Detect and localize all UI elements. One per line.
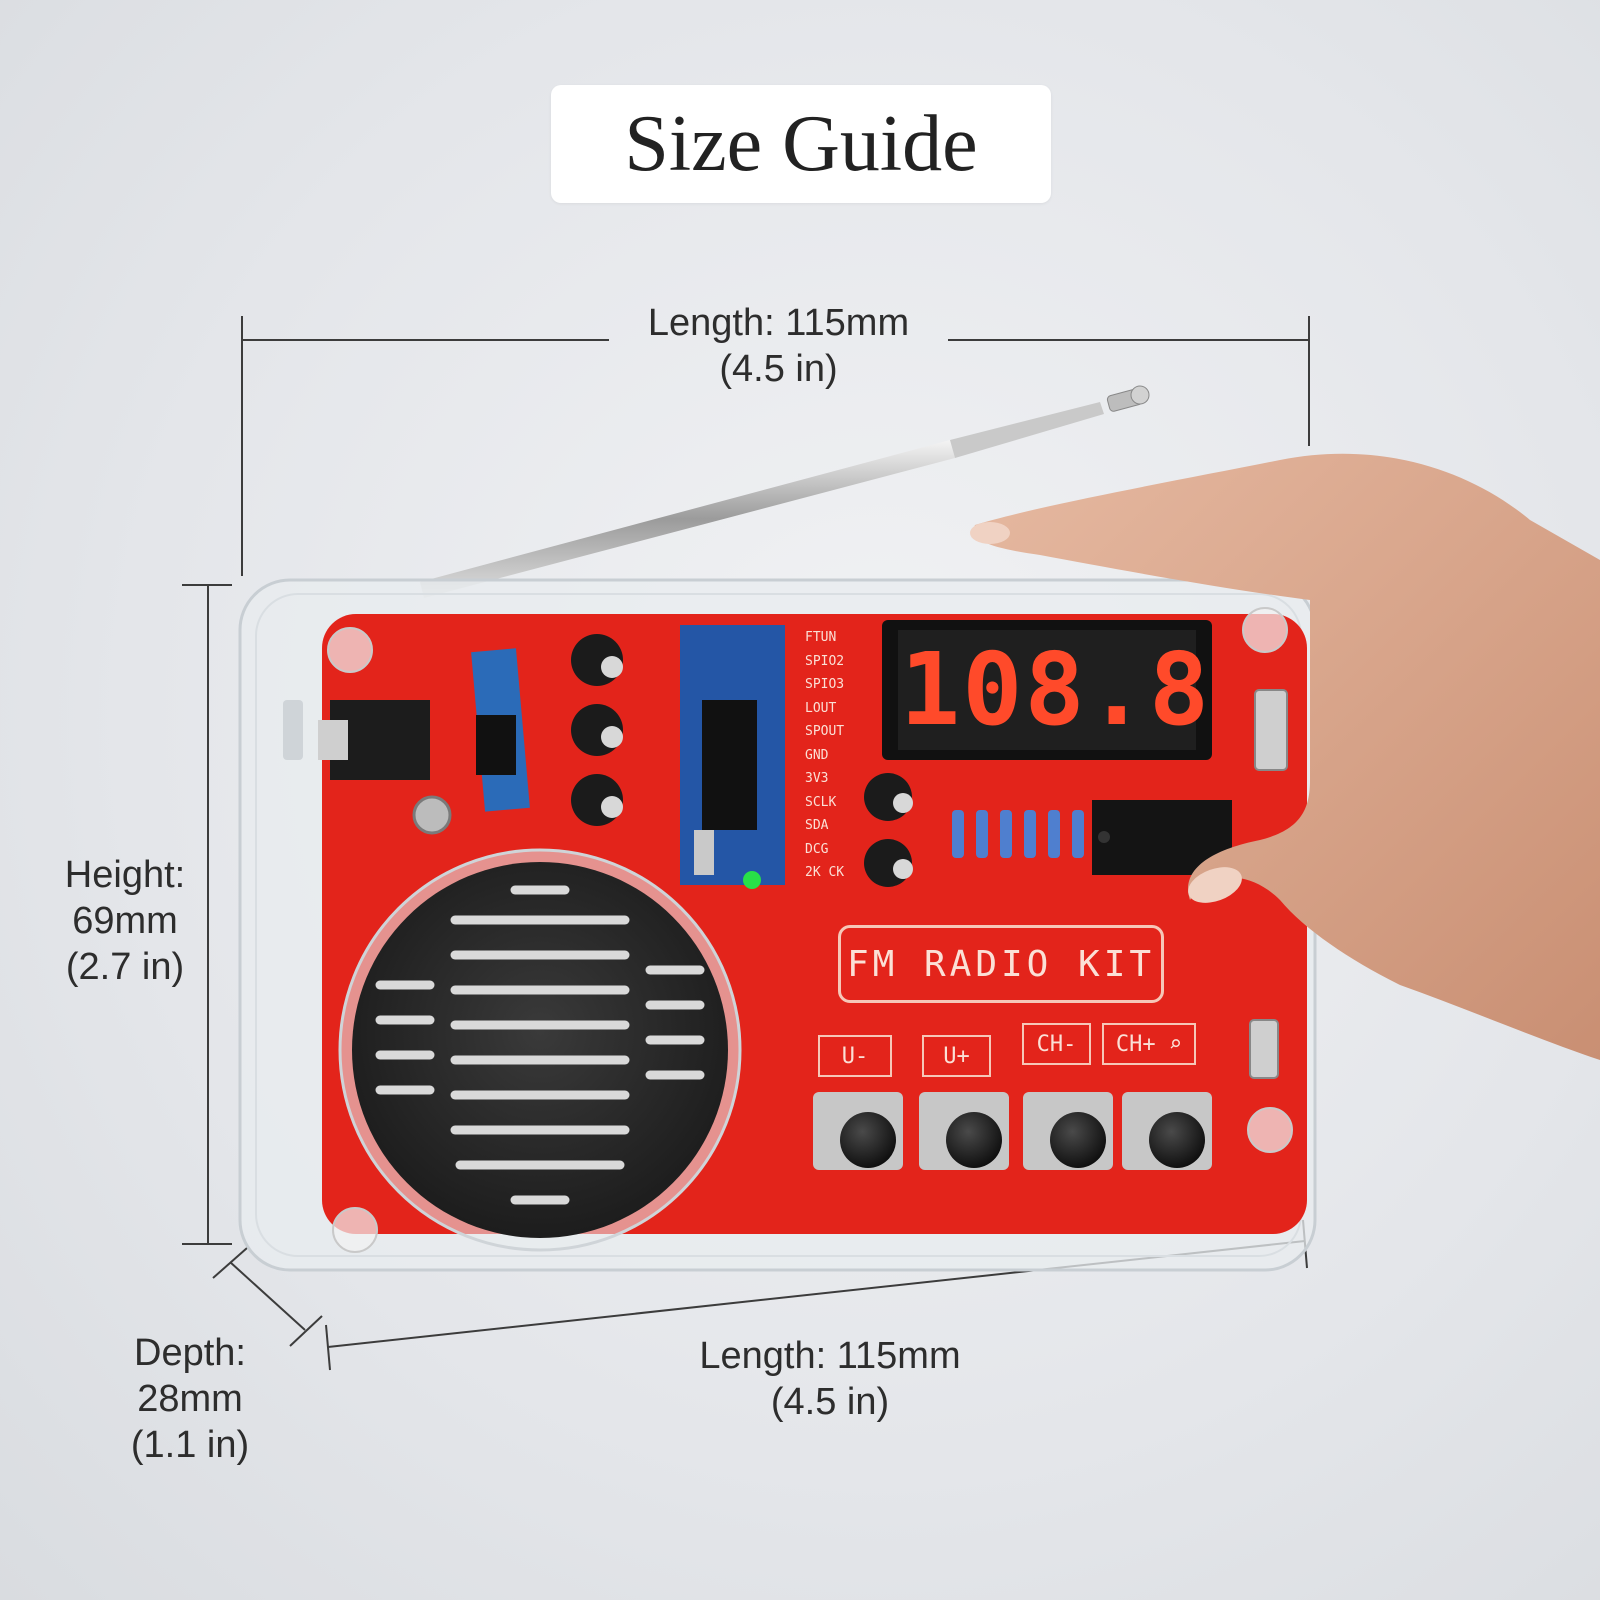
length-top-line-right [948,339,1308,341]
height-title: Height: [64,854,186,896]
pin-label: LOUT [805,700,837,716]
button-label-3: CH- [1022,1023,1091,1065]
length-bottom-inches: (4.5 in) [770,1381,890,1423]
push-button-4[interactable] [1149,1112,1205,1168]
height-inches: (2.7 in) [65,946,185,988]
control-buttons [813,1092,1212,1170]
resistors [952,810,1084,858]
height-tick-top [182,584,232,586]
bluetooth-module [471,648,530,812]
pin-label: 2K CK [805,865,845,880]
height-line [207,584,209,1244]
length-top-tick-right [1308,316,1310,446]
power-jack [318,700,452,835]
hand [970,453,1600,1061]
display-digits: 108.8 [900,631,1212,748]
depth-title: Depth: [134,1332,246,1374]
pin-label: SPIO3 [805,677,845,692]
antenna [420,385,1150,598]
pin-label: SPOUT [805,724,845,739]
push-button-3[interactable] [1050,1112,1106,1168]
length-top-inches: (4.5 in) [719,348,838,390]
led-display [882,620,1212,760]
length-top-value: Length: 115mm [647,302,910,344]
kit-label-text: FM RADIO KIT [846,943,1156,985]
depth-tick-bottom [289,1315,323,1347]
push-button-2[interactable] [946,1112,1002,1168]
depth-value: 28mm [137,1378,243,1420]
usb-port [1249,1019,1279,1079]
fm-radio-kit-label: FM RADIO KIT [838,925,1164,1003]
push-button-1[interactable] [840,1112,896,1168]
length-top-label: Length: 115mm (4.5 in) [609,300,948,392]
button-label-1: U- [818,1035,892,1077]
length-top-tick-left [241,316,243,576]
height-value: 69mm [72,900,178,942]
length-bottom-label: Length: 115mm (4.5 in) [660,1333,1000,1425]
pin-label: SPIO2 [805,653,845,669]
depth-inches: (1.1 in) [130,1424,250,1466]
height-tick-bottom [182,1243,232,1245]
length-top-line-left [241,339,609,341]
side-switch [1254,689,1288,771]
depth-line [229,1261,306,1331]
pin-label: FTUN [805,630,837,645]
pin-label: SCLK [805,794,837,810]
capacitors [571,634,913,887]
size-guide-title-box: Size Guide [551,85,1051,203]
pin-label: SDA [805,818,829,833]
pin-label: DCG [805,841,829,857]
depth-tick-top [212,1247,248,1279]
page-title: Size Guide [624,99,978,188]
fm-module [680,625,785,889]
button-label-2: U+ [922,1035,991,1077]
length-bottom-value: Length: 115mm [699,1335,961,1377]
case-screws [327,607,1293,1253]
speaker [338,848,742,1252]
pin-label: 3V3 [805,771,829,786]
height-label: Height: 69mm (2.7 in) [40,852,210,990]
pin-label: GND [805,747,829,763]
length-bottom-tick-left [325,1324,331,1371]
button-label-4: CH+ ⌕ [1102,1023,1196,1065]
depth-label: Depth: 28mm (1.1 in) [105,1330,275,1468]
